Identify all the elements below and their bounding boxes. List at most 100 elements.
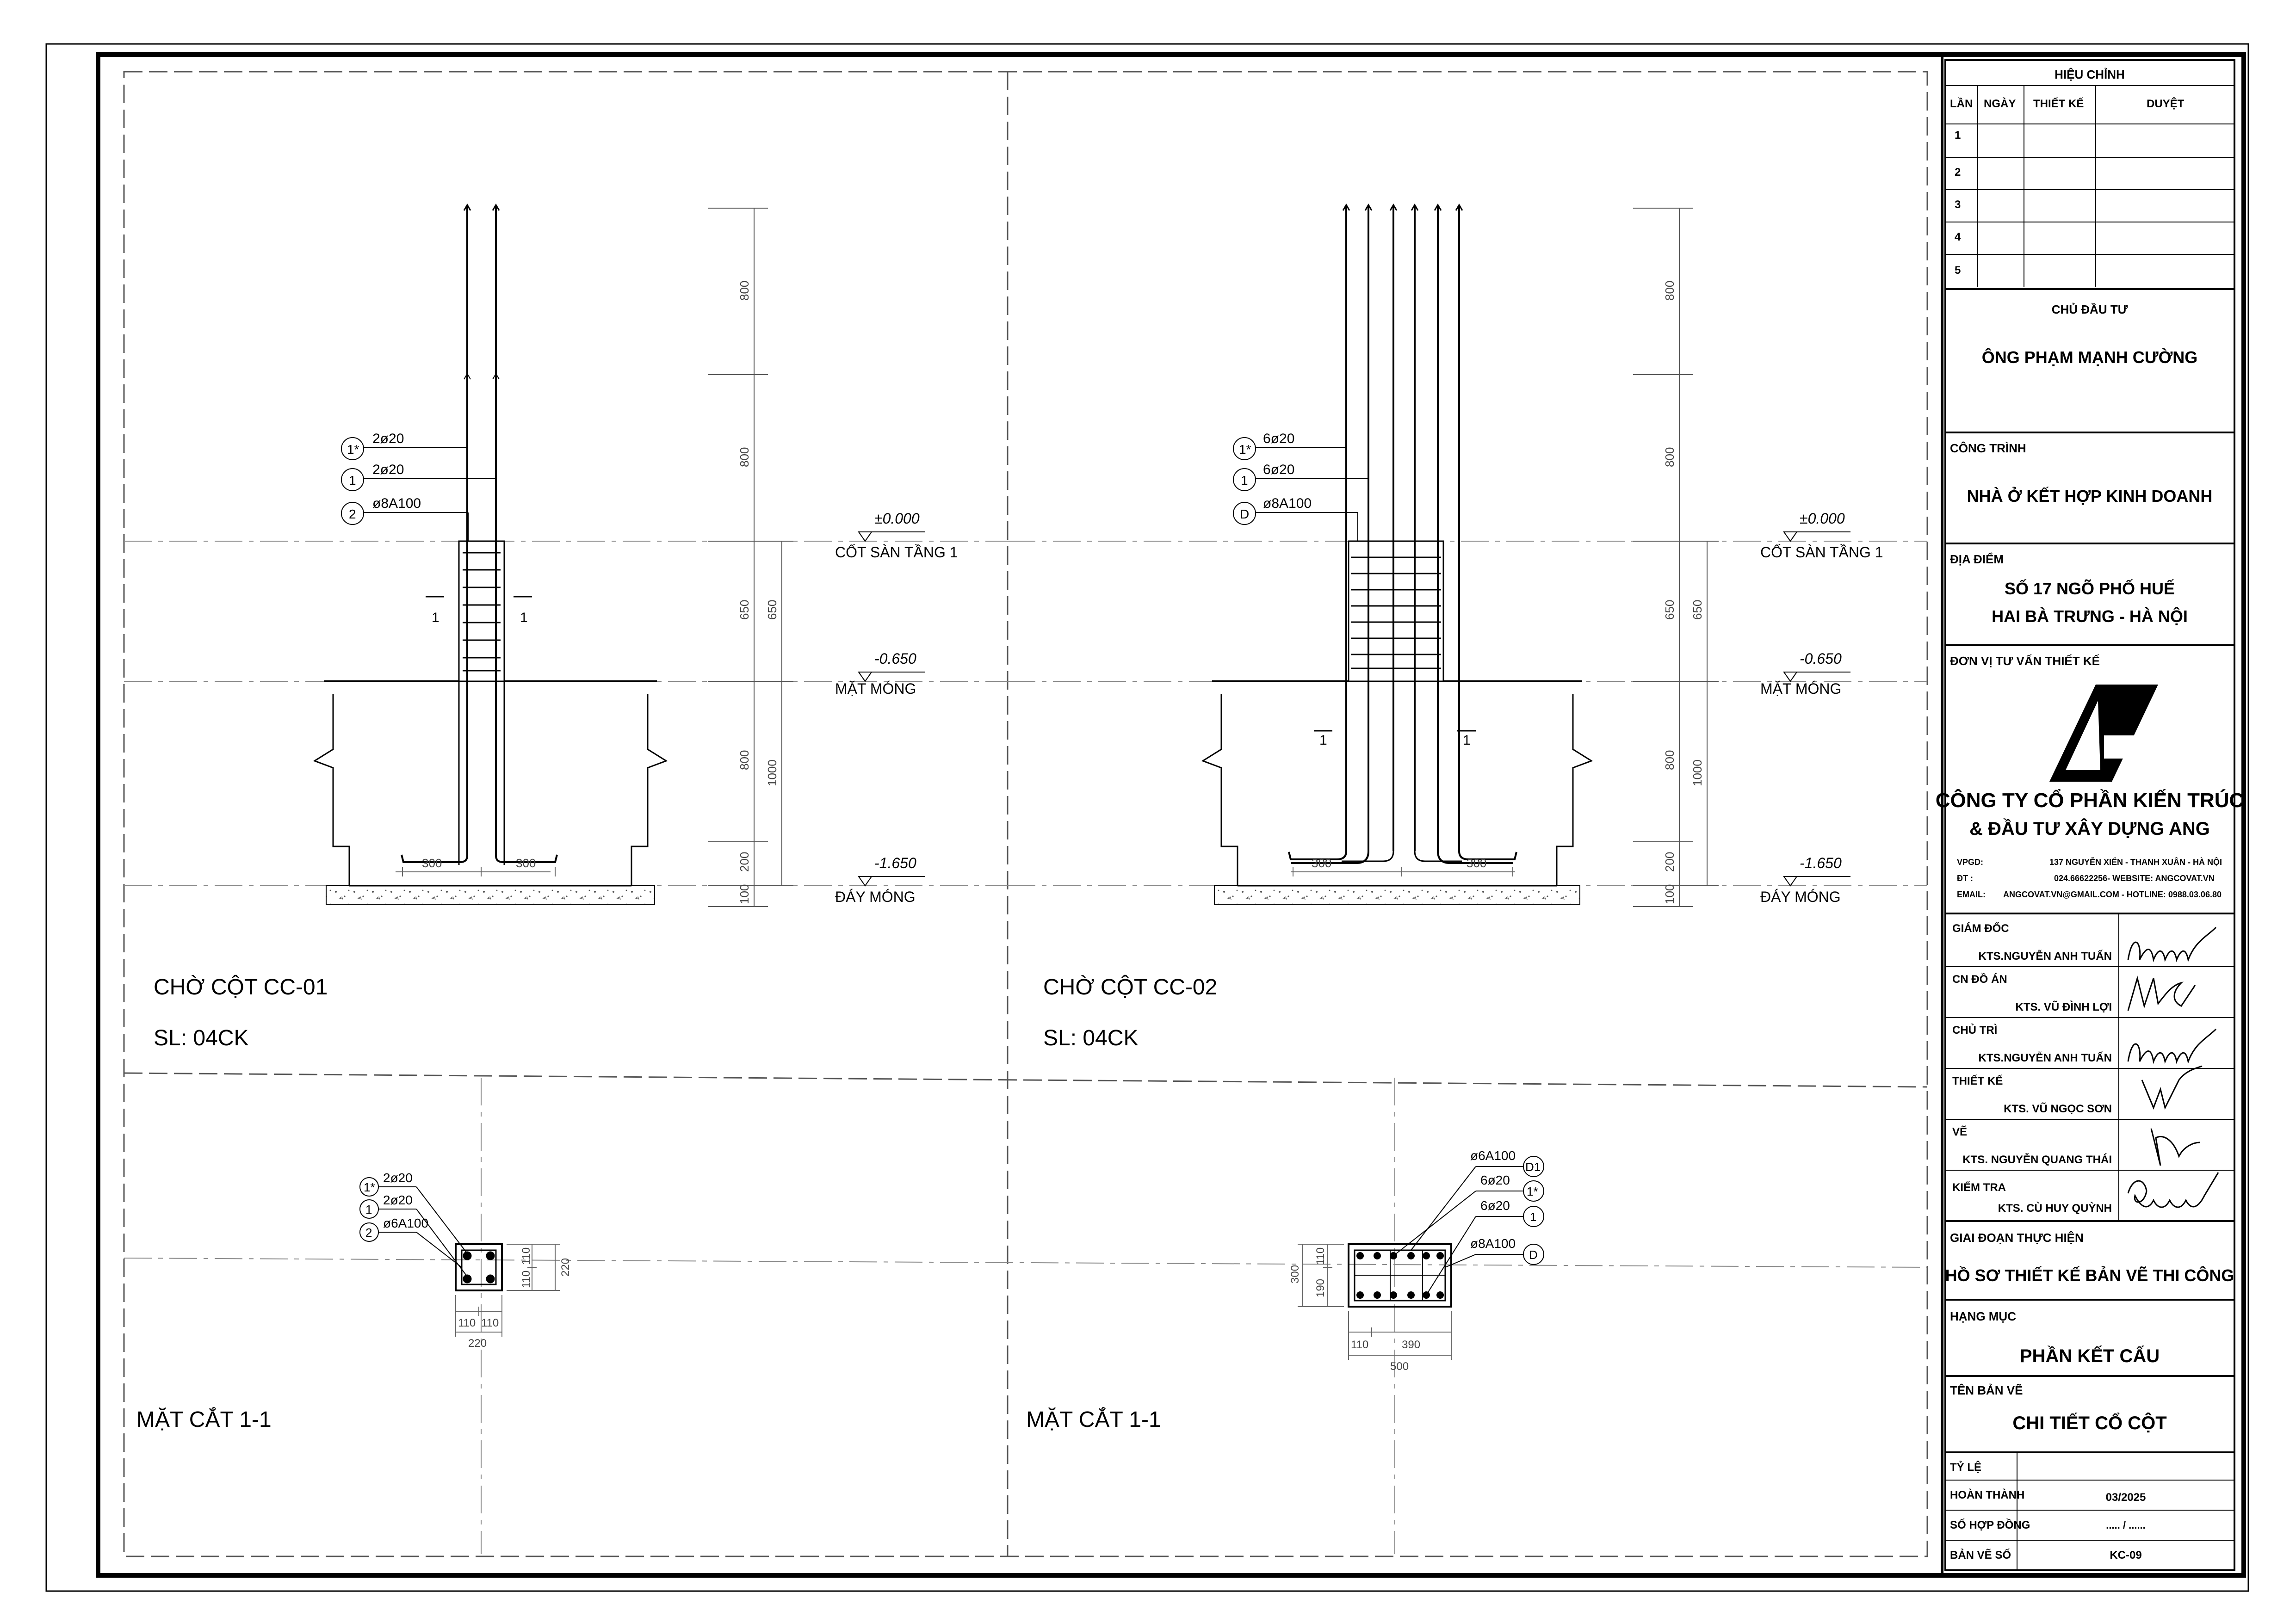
- cc02-tag3-text: ø8A100: [1263, 496, 1312, 511]
- cc02-dim-outer-1000: 1000: [1690, 759, 1704, 786]
- title-block: [1941, 55, 2235, 1575]
- signer-6-name: KTS. CÙ HUY QUỲNH: [1998, 1202, 2112, 1215]
- owner-label: CHỦ ĐẦU TƯ: [2052, 302, 2128, 316]
- cc01-tag1-text: 2ø20: [372, 431, 404, 446]
- signer-1-role: GIÁM ĐỐC: [1952, 922, 2009, 935]
- cc02-foot-dim-left: 300: [1312, 856, 1331, 870]
- consultant-vpgd-label: VPGD:: [1957, 858, 1983, 867]
- meta-sheet-value: KC-09: [2110, 1549, 2141, 1561]
- revision-col-duyet: DUYỆT: [2147, 97, 2185, 110]
- phase-value: HỒ SƠ THIẾT KẾ BẢN VẼ THI CÔNG: [1945, 1265, 2234, 1285]
- drawing-title-label: TÊN BẢN VẼ: [1950, 1383, 2023, 1397]
- cc02-sec-dim-ltotal: 300: [1289, 1265, 1301, 1284]
- drawing-title-value: CHI TIẾT CỔ CỘT: [2012, 1412, 2166, 1433]
- phase-label: GIAI ĐOẠN THỰC HIỆN: [1950, 1231, 2084, 1245]
- owner-value: ÔNG PHẠM MẠNH CƯỜNG: [1982, 347, 2198, 367]
- cc01-sec-tag1-text: 2ø20: [383, 1171, 413, 1185]
- cc01-foot-dim-left: 300: [422, 856, 442, 870]
- signer-2-name: KTS. VŨ ĐÌNH LỢI: [2016, 1000, 2112, 1013]
- cc02-sec-dim-l2: 190: [1314, 1279, 1327, 1297]
- cc01-level-2: -1.650: [874, 855, 916, 871]
- signer-3-name: KTS.NGUYỄN ANH TUẤN: [1979, 1051, 2112, 1064]
- location-line2: HAI BÀ TRƯNG - HÀ NỘI: [1992, 606, 2188, 626]
- signer-4-role: THIẾT KẾ: [1952, 1074, 2003, 1087]
- cc01-dim-800c: 800: [737, 750, 751, 770]
- cc02-section-mark-right: 1: [1463, 733, 1471, 748]
- cc02-foot-dim-right: 300: [1467, 856, 1486, 870]
- cc02-sec-tag1-mark: D1: [1525, 1160, 1541, 1174]
- cc01-level-0-name: CỐT SÀN TẦNG 1: [835, 544, 958, 561]
- cc01-sec-dim-rtotal: 220: [559, 1258, 572, 1277]
- cc02-section: [1298, 1156, 1544, 1360]
- cc02-level-0: ±0.000: [1800, 510, 1845, 527]
- cc01-dim-outer-650: 650: [765, 600, 779, 620]
- revision-row-5: 5: [1955, 264, 1961, 277]
- category-label: HẠNG MỤC: [1950, 1309, 2016, 1323]
- category-value: PHẦN KẾT CẤU: [2020, 1345, 2160, 1366]
- cc01-title: CHỜ CỘT CC-01: [154, 975, 328, 1000]
- project-label: CÔNG TRÌNH: [1950, 441, 2026, 455]
- cc02-sec-tag2-mark: 1*: [1527, 1185, 1538, 1198]
- cc02-sec-tag1-text: ø6A100: [1470, 1148, 1516, 1163]
- cc01-foot-dim-right: 300: [516, 856, 536, 870]
- cc01-sec-dim-b2: 110: [481, 1317, 499, 1329]
- consultant-dt-label: ĐT :: [1957, 874, 1973, 883]
- signer-5-role: VẼ: [1952, 1125, 1967, 1138]
- signatures: [2127, 926, 2219, 1208]
- meta-contract-label: SỐ HỢP ĐỒNG: [1950, 1518, 2030, 1531]
- cc02-dim-800a: 800: [1663, 281, 1677, 301]
- viewport-frames: [123, 71, 1928, 1557]
- revision-col-lan: LẦN: [1950, 97, 1973, 110]
- cc01-dim-200: 200: [737, 852, 751, 872]
- cc02-level-2-name: ĐÁY MÓNG: [1760, 889, 1841, 905]
- drawing-frame: [96, 52, 2246, 1578]
- cc02-tag1-text: 6ø20: [1263, 431, 1294, 446]
- cc01-section-title: MẶT CẮT 1-1: [136, 1407, 272, 1432]
- cc01-tag2-text: 2ø20: [372, 462, 404, 477]
- location-label: ĐỊA ĐIỂM: [1950, 552, 2004, 566]
- cc02-tag1-mark: 1*: [1239, 442, 1251, 457]
- cc02-level-1-name: MẶT MÓNG: [1760, 680, 1841, 697]
- cc02-sec-dim-b1: 110: [1351, 1339, 1368, 1351]
- cc01-sec-dim-r1: 110: [520, 1247, 532, 1265]
- cc02-dim-650: 650: [1663, 600, 1677, 620]
- revision-col-ngay: NGÀY: [1984, 97, 2016, 110]
- cc02-dim-200: 200: [1663, 852, 1677, 872]
- revision-row-1: 1: [1955, 129, 1961, 142]
- consultant-vpgd: 137 NGUYỄN XIỂN - THANH XUÂN - HÀ NỘI: [2049, 857, 2222, 867]
- revision-row-2: 2: [1955, 166, 1961, 179]
- meta-sheet-label: BẢN VẼ SỐ: [1950, 1548, 2011, 1561]
- cc01-sec-dim-b1: 110: [458, 1317, 476, 1329]
- cc02-section-mark-left: 1: [1319, 733, 1327, 748]
- cc02-qty: SL: 04CK: [1043, 1026, 1138, 1050]
- signer-4-name: KTS. VŨ NGỌC SƠN: [2004, 1102, 2112, 1115]
- cc01-dim-800b: 800: [737, 447, 751, 467]
- cc02-sec-tag4-mark: D: [1529, 1248, 1538, 1262]
- cc02-rebar-tags: [1233, 437, 1368, 541]
- consultant-company2: & ĐẦU TƯ XÂY DỰNG ANG: [1969, 818, 2210, 839]
- cc01-section: [359, 1177, 560, 1337]
- cc01-qty: SL: 04CK: [154, 1026, 248, 1050]
- cc01-section-mark-left: 1: [432, 610, 439, 625]
- cc01-tag3-mark: 2: [349, 507, 356, 521]
- cc01-rebar-tags: [341, 437, 496, 541]
- cc01-sec-tag3-mark: 2: [365, 1226, 372, 1240]
- cc02-sec-tag3-text: 6ø20: [1480, 1198, 1510, 1213]
- meta-done-label: HOÀN THÀNH: [1950, 1488, 2024, 1501]
- cc01-sec-tag2-text: 2ø20: [383, 1193, 413, 1207]
- cc01-sec-dim-r2: 110: [520, 1271, 532, 1288]
- cc01-tag1-mark: 1*: [347, 442, 359, 457]
- meta-done-value: 03/2025: [2106, 1491, 2146, 1504]
- consultant-company1: CÔNG TY CỔ PHẦN KIẾN TRÚC: [1936, 788, 2244, 812]
- cc01-tag3-text: ø8A100: [372, 496, 421, 511]
- cc02-level-dims: [1633, 208, 1719, 907]
- cc02-sec-tag2-text: 6ø20: [1480, 1173, 1510, 1187]
- cc01-level-1-name: MẶT MÓNG: [835, 680, 916, 697]
- cc02-dim-outer-650: 650: [1690, 600, 1704, 620]
- cc02-level-1: -0.650: [1800, 650, 1842, 667]
- cc02-sec-dim-l1: 110: [1314, 1247, 1327, 1265]
- cc02-dim-800c: 800: [1663, 750, 1677, 770]
- cc02-level-markers: [1783, 531, 1850, 887]
- location-line1: SỐ 17 NGÕ PHỐ HUẾ: [2005, 579, 2175, 598]
